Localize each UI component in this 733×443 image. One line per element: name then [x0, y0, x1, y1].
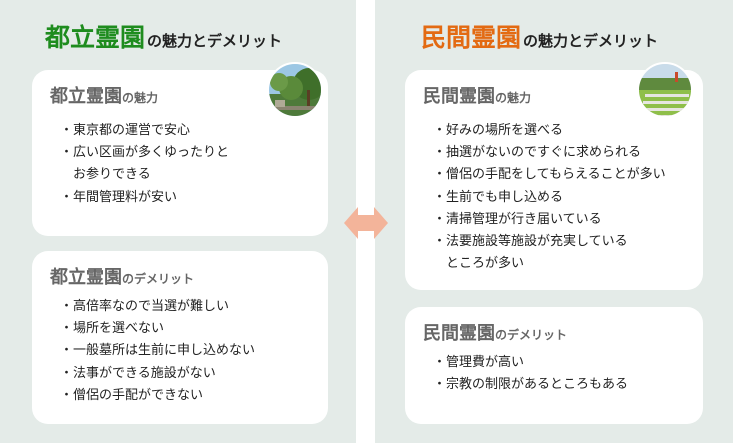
list-item: ・管理費が高い	[433, 355, 525, 370]
list-item: ・広い区画が多くゆったりと	[60, 145, 230, 161]
metro-heading: 都立霊園の魅力とデメリット	[45, 18, 282, 54]
list-item: お参りできる	[60, 167, 151, 183]
list-item: ・好みの場所を選べる	[433, 123, 564, 138]
list-item: ・東京都の運営で安心	[60, 123, 191, 138]
list-item: ところが多い	[433, 256, 525, 272]
metro-demerit-list: ・高倍率なので当選が難しい ・場所を選べない ・一般墓所は生前に申し込めない ・…	[60, 296, 255, 407]
private-heading-sub: の魅力とデメリット	[523, 32, 659, 50]
metro-heading-sub: の魅力とデメリット	[147, 32, 283, 50]
list-item: ・法要施設等施設が充実している	[433, 234, 628, 250]
private-demerit-title-main: 民間霊園	[423, 323, 495, 344]
private-merit-list: ・好みの場所を選べる ・抽選がないのですぐに求められる ・僧侶の手配をしてもらえ…	[433, 120, 666, 275]
private-heading-main: 民間霊園	[421, 23, 522, 52]
list-item: ・法事ができる施設がない	[60, 365, 216, 381]
metro-demerit-title-sub: のデメリット	[122, 272, 195, 286]
list-item: ・高倍率なので当選が難しい	[60, 299, 230, 314]
metro-merit-title: 都立霊園の魅力	[50, 82, 158, 108]
private-heading: 民間霊園の魅力とデメリット	[421, 18, 658, 54]
private-demerit-title-sub: のデメリット	[495, 328, 568, 342]
list-item: ・僧侶の手配ができない	[60, 387, 204, 403]
metro-demerit-title-main: 都立霊園	[50, 267, 122, 288]
list-item: ・宗教の制限があるところもある	[433, 377, 629, 393]
list-item: ・年間管理料が安い	[60, 189, 178, 205]
private-merit-title: 民間霊園の魅力	[423, 82, 531, 108]
private-demerit-list: ・管理費が高い ・宗教の制限があるところもある	[433, 352, 628, 396]
list-item: ・抽選がないのですぐに求められる	[433, 145, 642, 161]
park-cemetery-photo-icon	[267, 62, 323, 118]
private-cemetery-photo-icon	[637, 62, 693, 118]
list-item: ・僧侶の手配をしてもらえることが多い	[433, 167, 666, 183]
metro-merit-list: ・東京都の運営で安心 ・広い区画が多くゆったりと お参りできる ・年間管理料が安…	[60, 120, 229, 209]
metro-merit-title-sub: の魅力	[122, 91, 159, 105]
metro-demerit-title: 都立霊園のデメリット	[50, 263, 194, 289]
list-item: ・場所を選べない	[60, 321, 165, 337]
metro-heading-main: 都立霊園	[45, 23, 146, 52]
private-merit-title-sub: の魅力	[495, 91, 532, 105]
double-arrow-icon	[344, 205, 388, 241]
private-demerit-title: 民間霊園のデメリット	[423, 319, 567, 345]
list-item: ・生前でも申し込める	[433, 189, 564, 205]
list-item: ・一般墓所は生前に申し込めない	[60, 343, 256, 359]
metro-demerit-card: 都立霊園のデメリット ・高倍率なので当選が難しい ・場所を選べない ・一般墓所は…	[32, 251, 328, 424]
private-demerit-card: 民間霊園のデメリット ・管理費が高い ・宗教の制限があるところもある	[405, 307, 703, 424]
metro-merit-title-main: 都立霊園	[50, 86, 122, 107]
private-panel: 民間霊園の魅力とデメリット 民間霊園の魅力 ・好みの場所を選べる ・抽選がないの…	[375, 0, 733, 443]
private-merit-title-main: 民間霊園	[423, 86, 495, 107]
list-item: ・清掃管理が行き届いている	[433, 211, 602, 227]
metro-panel: 都立霊園の魅力とデメリット 都立霊園の魅力 ・東京都の運営で安心 ・広い区画が多…	[0, 0, 356, 443]
